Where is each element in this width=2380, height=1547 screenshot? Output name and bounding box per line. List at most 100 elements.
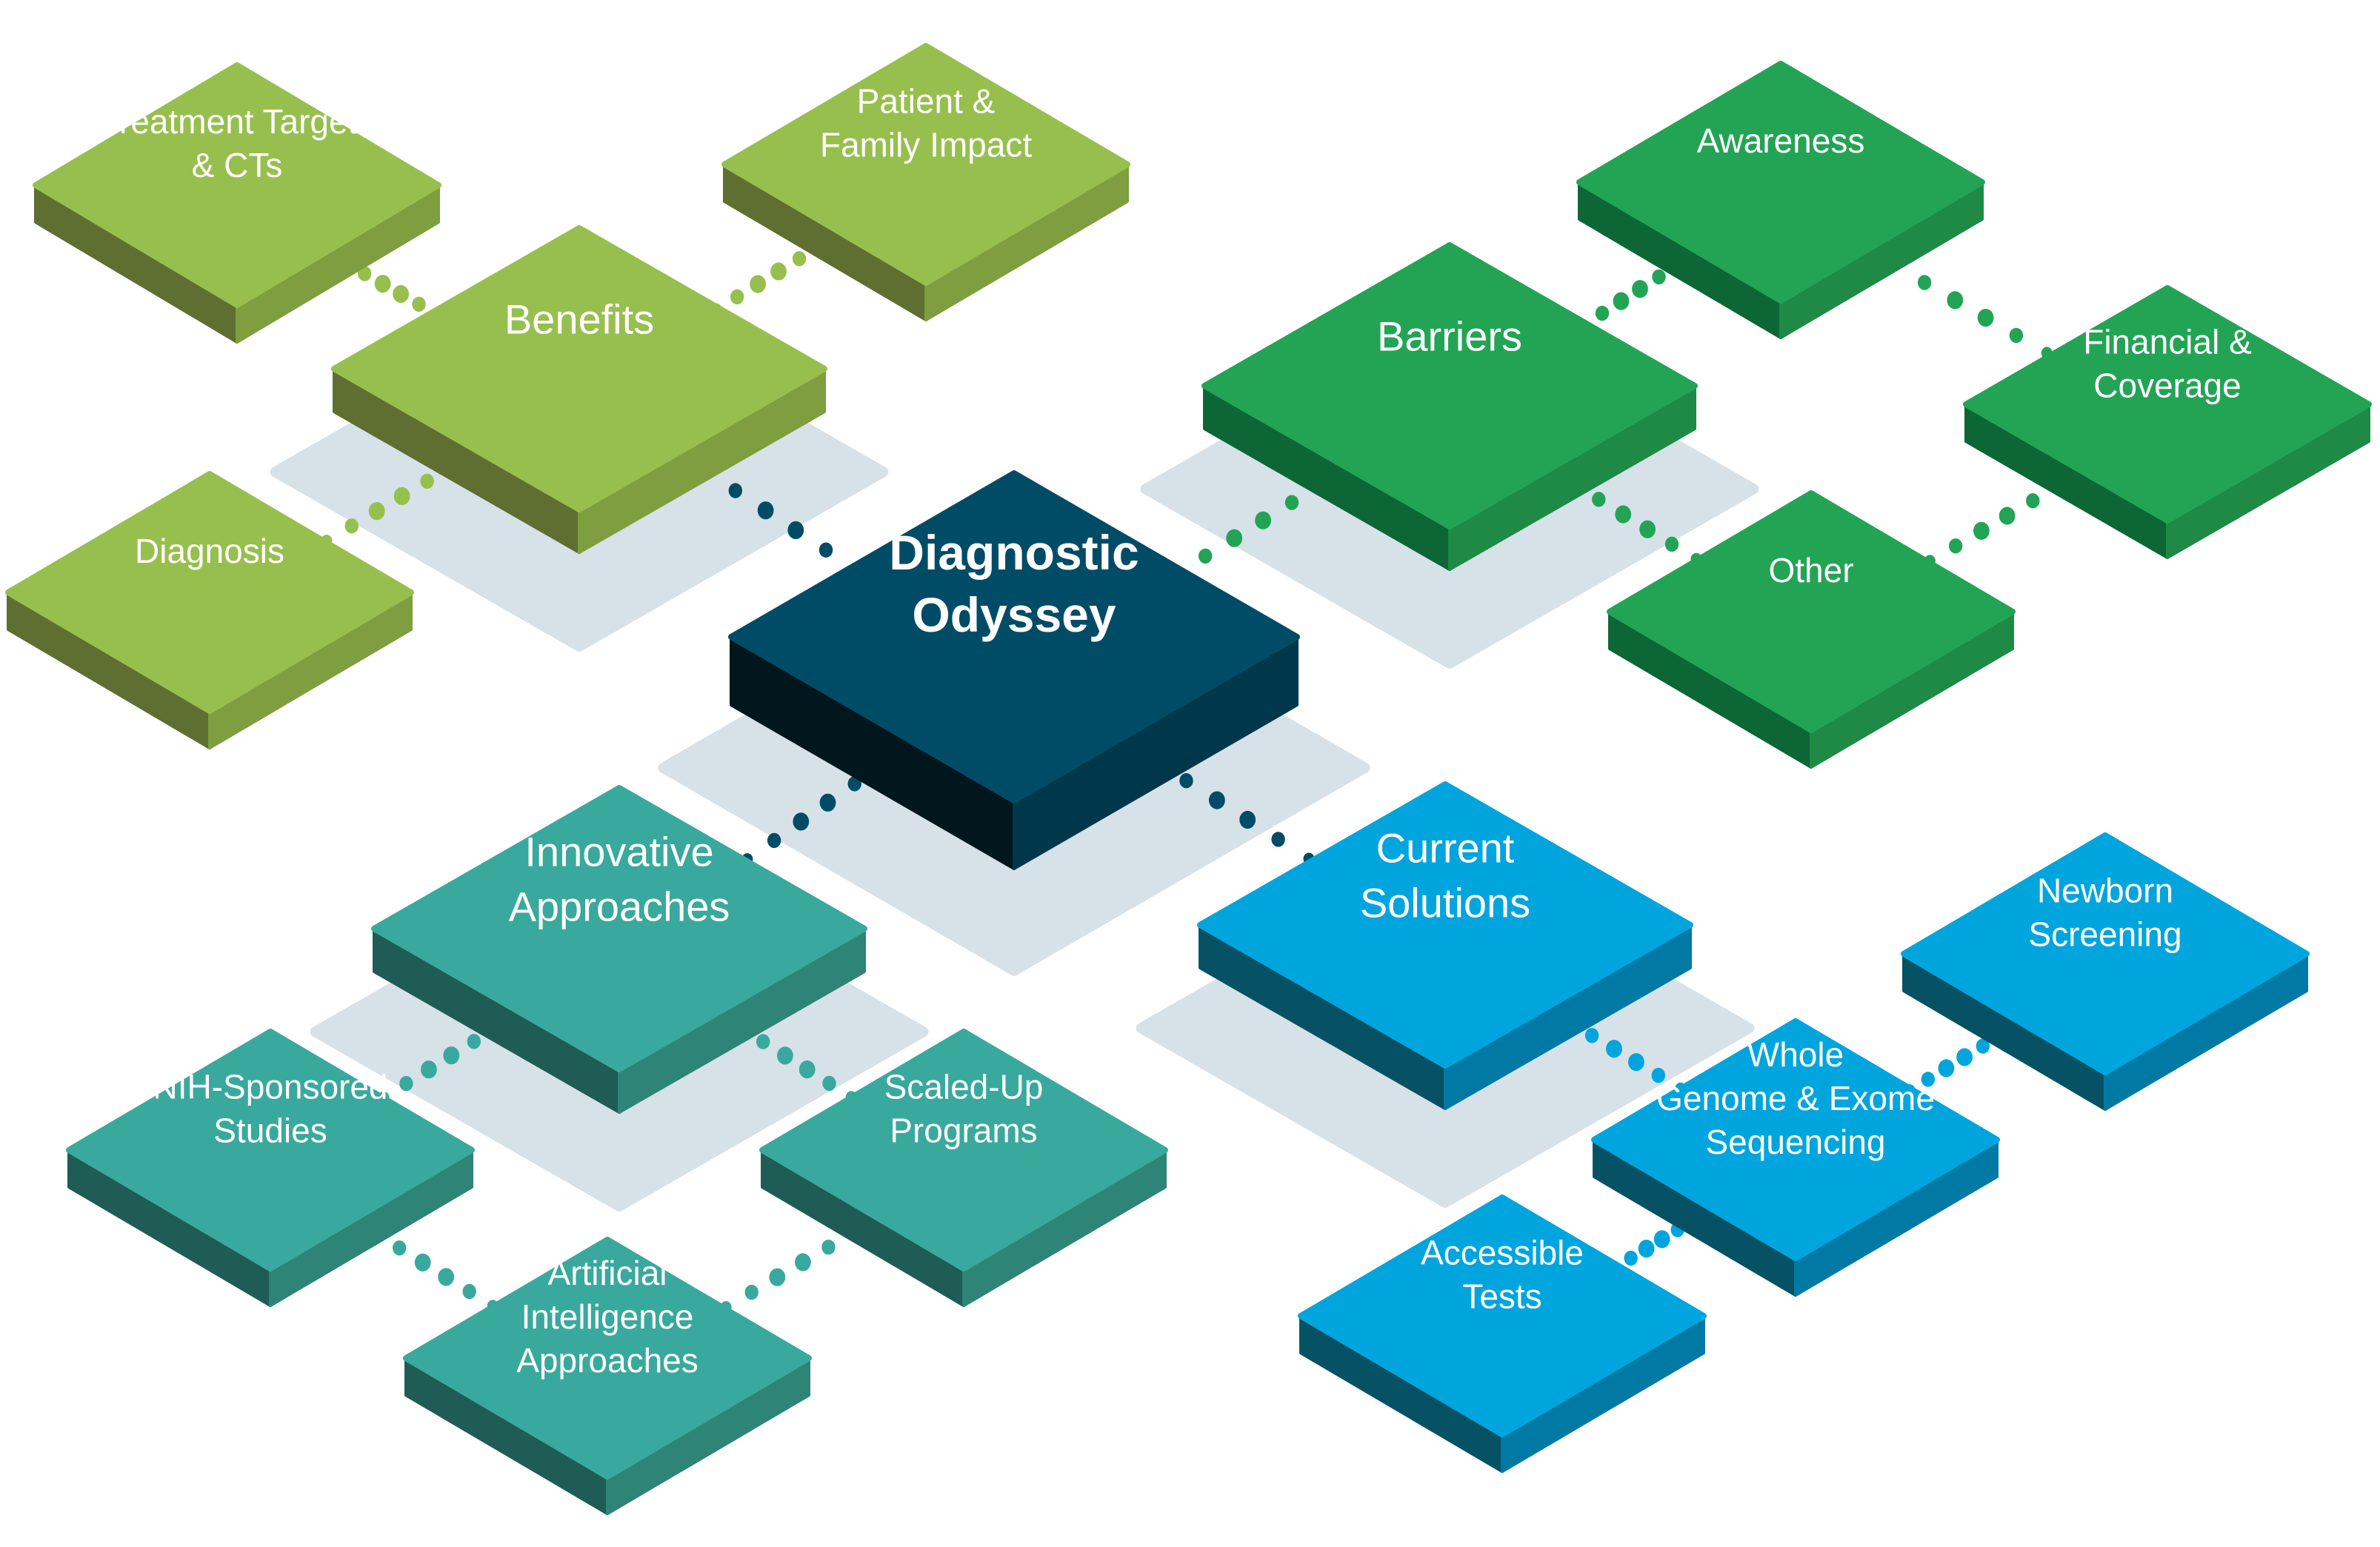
tile-top-face [1201, 242, 1698, 529]
tile-benefits[interactable]: Benefits [331, 225, 827, 554]
connector-dot [730, 289, 744, 304]
tile-label-patient: Patient &Family Impact [820, 82, 1032, 164]
connector-dot [1999, 507, 2016, 525]
connector-dot [1947, 291, 1964, 310]
connector-dot [1255, 511, 1271, 529]
connector-scaled-ai [720, 1226, 860, 1314]
connector-dot [1199, 548, 1213, 564]
connector-dot [1584, 1028, 1599, 1043]
connector-dot [1595, 305, 1610, 321]
connector-dot [1226, 529, 1243, 547]
connector-dot [1209, 791, 1225, 809]
tile-label-line: Diagnosis [135, 532, 284, 570]
tile-label-line: Programs [890, 1112, 1037, 1150]
connector-dot [1179, 773, 1193, 789]
tile-label-line: NIH-Sponsored [153, 1068, 387, 1106]
connector-dot [1664, 536, 1679, 552]
tile-top-face [1576, 61, 1985, 304]
tile-label-treatment: Treatment Targets& CTs [100, 102, 375, 184]
connector-dot [750, 275, 766, 293]
connector-dot [819, 542, 833, 558]
tile-other[interactable]: Other [1607, 490, 2016, 769]
tile-label-barriers: Barriers [1377, 313, 1522, 360]
connector-dot [1615, 505, 1632, 524]
connector-dot [1652, 269, 1666, 285]
connector-dot [1624, 1250, 1638, 1266]
tile-label-other: Other [1768, 551, 1853, 589]
connector-dot [467, 1034, 481, 1049]
tile-top-face [1591, 1018, 2000, 1261]
tile-patient[interactable]: Patient &Family Impact [721, 43, 1130, 321]
connector-dot [793, 812, 810, 831]
tile-barriers[interactable]: Barriers [1201, 242, 1698, 571]
tile-label-line: Family Impact [820, 126, 1032, 164]
connector-dot [1239, 810, 1256, 829]
tiles: Patient &Family Impact Awareness Treatment… [5, 43, 2372, 1515]
tile-awareness[interactable]: Awareness [1576, 61, 1985, 339]
connector-dot [1628, 1053, 1644, 1072]
tile-label-line: Solutions [1360, 880, 1530, 926]
tile-top-face [1197, 781, 1693, 1069]
connector-dot [344, 518, 359, 534]
tile-label-line: Whole [1747, 1035, 1844, 1074]
connector-dot [744, 1284, 759, 1300]
tile-top-face [403, 1237, 812, 1480]
tile-top-face [728, 470, 1300, 803]
tile-label-line: Awareness [1697, 121, 1865, 160]
connector-dot [1973, 521, 1990, 540]
tile-label-line: Intelligence [521, 1297, 694, 1336]
tile-top-face [331, 225, 827, 512]
connector-dot [1271, 832, 1285, 847]
connector-dot [1284, 495, 1299, 510]
tile-label-line: Sequencing [1706, 1123, 1886, 1161]
tile-label-benefits: Benefits [504, 296, 654, 343]
connector-financial-other [1924, 479, 2064, 567]
tile-top-face [721, 43, 1130, 286]
connector-dot [819, 793, 836, 812]
connector-dot [393, 284, 409, 304]
tile-label-line: Studies [213, 1112, 327, 1150]
connector-dot [1651, 1067, 1665, 1083]
tile-treatment[interactable]: Treatment Targets& CTs [33, 62, 441, 344]
tile-label-line: Odyssey [912, 587, 1116, 642]
tile-label-line: Benefits [504, 296, 654, 343]
connector-dot [767, 832, 781, 849]
connector-dot [368, 502, 385, 521]
tile-top-face [759, 1029, 1168, 1272]
tile-label-line: Innovative [524, 829, 713, 875]
tile-diagnosis[interactable]: Diagnosis [5, 471, 414, 749]
tile-financial[interactable]: Financial &Coverage [1963, 285, 2372, 559]
tile-label-line: Diagnostic [889, 525, 1139, 580]
connector-dot [1606, 1040, 1622, 1058]
tile-label-line: Genome & Exome [1656, 1079, 1935, 1117]
tile-top-face [1963, 285, 2372, 524]
tile-top-face [1298, 1195, 1707, 1437]
connector-dot [756, 1034, 770, 1049]
tile-label-line: Current [1376, 825, 1515, 872]
connector-dot [393, 1240, 407, 1256]
connector-dot [1938, 1059, 1955, 1077]
connector-dot [777, 1046, 793, 1065]
tile-top-face [1607, 490, 2016, 733]
tile-label-line: Coverage [2093, 366, 2241, 404]
tile-label-line: Approaches [516, 1341, 699, 1380]
connector-dot [393, 487, 410, 506]
connector-dot [1921, 1072, 1935, 1087]
tile-label-line: Scaled-Up [884, 1068, 1044, 1106]
tile-label-financial: Financial &Coverage [2083, 322, 2252, 404]
